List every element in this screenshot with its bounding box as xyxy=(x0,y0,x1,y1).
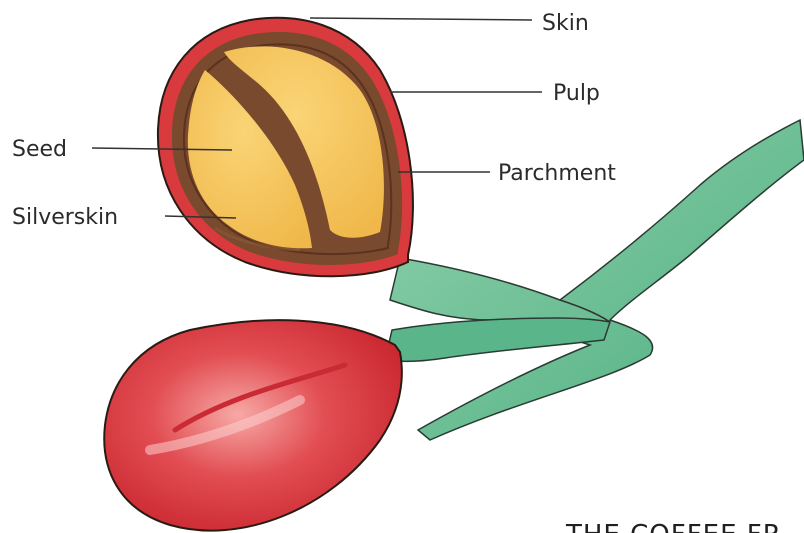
label-seed: Seed xyxy=(12,137,67,162)
label-pulp: Pulp xyxy=(553,81,600,106)
whole-cherry xyxy=(104,320,402,530)
label-parchment: Parchment xyxy=(498,161,616,186)
label-skin: Skin xyxy=(542,11,589,36)
figure-caption: THE COFFEE FR xyxy=(565,520,782,533)
skin-leader-line xyxy=(310,18,532,20)
label-silverskin: Silverskin xyxy=(12,205,118,230)
cross-section-cherry xyxy=(158,18,413,276)
